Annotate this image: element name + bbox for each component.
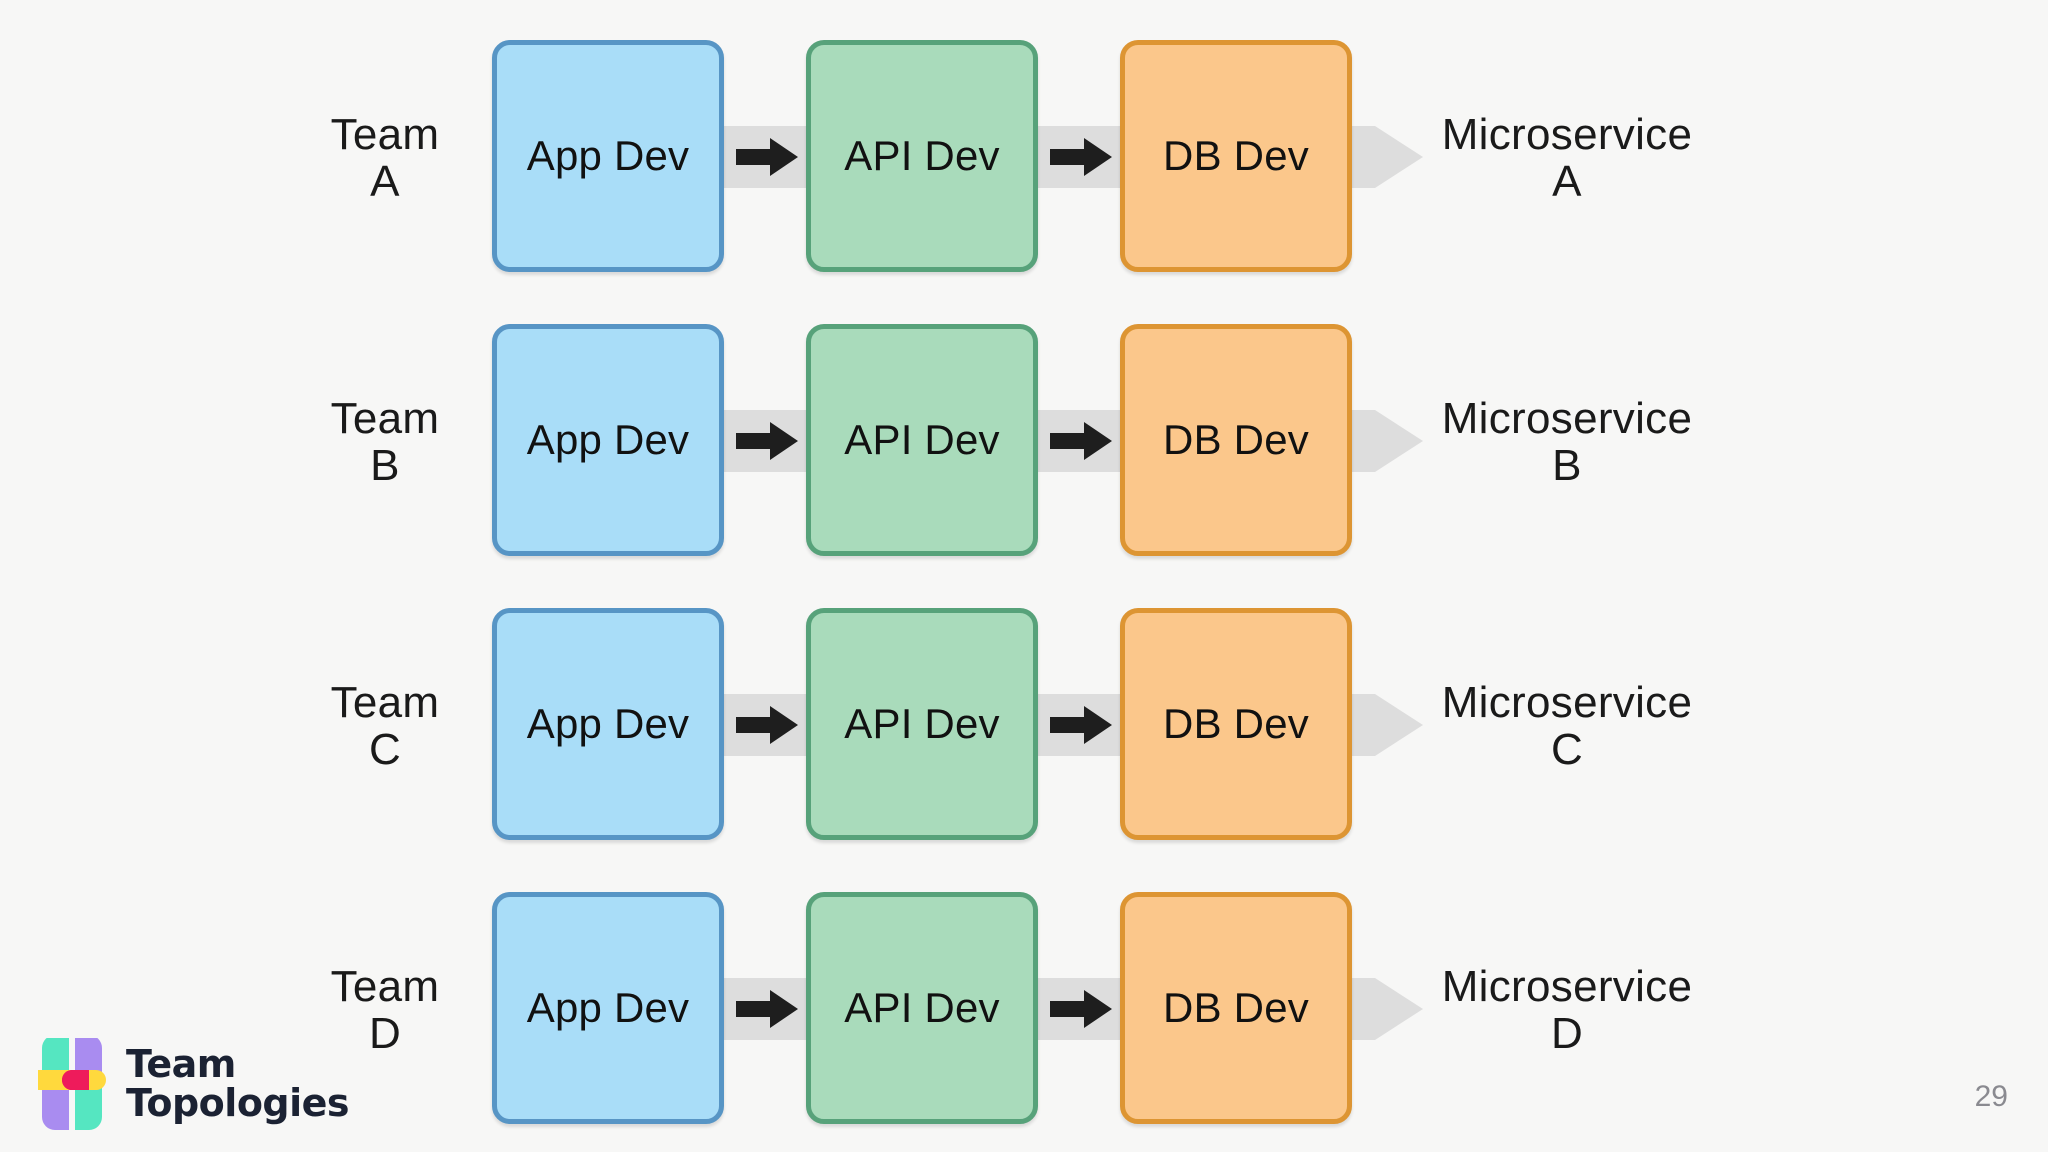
team-label-line2: C bbox=[368, 724, 402, 774]
arrow-right-icon bbox=[736, 420, 798, 462]
stage-box-app-dev[interactable]: App Dev bbox=[492, 608, 724, 840]
team-label-line1: Team bbox=[330, 110, 440, 159]
stage-box-app-dev[interactable]: App Dev bbox=[492, 324, 724, 556]
team-flow-row: Team C App Dev API Dev DB Dev Microservi… bbox=[0, 608, 2048, 840]
team-label: Team B bbox=[300, 394, 470, 490]
page-number: 29 bbox=[1974, 1080, 2008, 1113]
flow-band-arrow-tip bbox=[1375, 694, 1423, 756]
team-label-line2: D bbox=[368, 1008, 402, 1058]
stage-box-db-dev[interactable]: DB Dev bbox=[1120, 324, 1352, 556]
team-label: Team C bbox=[300, 678, 470, 774]
team-label-line2: B bbox=[370, 440, 400, 490]
team-topologies-wordmark: Team Topologies bbox=[126, 1042, 350, 1125]
team-label-line1: Team bbox=[330, 962, 440, 1011]
microservice-label-line1: Microservice bbox=[1441, 394, 1693, 443]
team-label-line1: Team bbox=[330, 394, 440, 443]
microservice-output-label: Microservice D bbox=[1432, 962, 1702, 1058]
team-label: Team D bbox=[300, 962, 470, 1058]
stage-box-db-dev[interactable]: DB Dev bbox=[1120, 608, 1352, 840]
stage-box-label: DB Dev bbox=[1163, 416, 1309, 463]
microservice-output-label: Microservice B bbox=[1432, 394, 1702, 490]
microservice-label-line1: Microservice bbox=[1441, 678, 1693, 727]
stage-box-app-dev[interactable]: App Dev bbox=[492, 40, 724, 272]
stage-box-label: App Dev bbox=[526, 132, 690, 179]
flow-band-arrow-tip bbox=[1375, 126, 1423, 188]
arrow-right-icon bbox=[1050, 704, 1112, 746]
stage-box-api-dev[interactable]: API Dev bbox=[806, 608, 1038, 840]
stage-box-api-dev[interactable]: API Dev bbox=[806, 892, 1038, 1124]
team-label: Team A bbox=[300, 110, 470, 206]
stage-box-db-dev[interactable]: DB Dev bbox=[1120, 40, 1352, 272]
microservice-label-line1: Microservice bbox=[1441, 962, 1693, 1011]
stage-box-label: API Dev bbox=[844, 700, 1000, 747]
stage-box-label: DB Dev bbox=[1163, 984, 1309, 1031]
microservice-label-line2: C bbox=[1550, 724, 1584, 774]
flow-band-arrow-tip bbox=[1375, 410, 1423, 472]
flow-band-arrow-tip bbox=[1375, 978, 1423, 1040]
stage-box-api-dev[interactable]: API Dev bbox=[806, 324, 1038, 556]
microservice-label-line2: D bbox=[1550, 1008, 1584, 1058]
arrow-right-icon bbox=[736, 704, 798, 746]
stage-box-label: API Dev bbox=[844, 132, 1000, 179]
team-flow-row: Team D App Dev API Dev DB Dev Microservi… bbox=[0, 892, 2048, 1124]
stage-box-label: DB Dev bbox=[1163, 132, 1309, 179]
team-flow-row: Team A App Dev API Dev DB Dev Microservi… bbox=[0, 40, 2048, 272]
team-label-line1: Team bbox=[330, 678, 440, 727]
microservice-label-line2: A bbox=[1552, 156, 1582, 206]
stage-box-app-dev[interactable]: App Dev bbox=[492, 892, 724, 1124]
stage-box-label: App Dev bbox=[526, 984, 690, 1031]
team-topologies-logo-mark bbox=[38, 1038, 106, 1130]
stage-box-label: App Dev bbox=[526, 416, 690, 463]
microservice-output-label: Microservice C bbox=[1432, 678, 1702, 774]
arrow-right-icon bbox=[1050, 420, 1112, 462]
arrow-right-icon bbox=[1050, 136, 1112, 178]
logo-text-line2: Topologies bbox=[126, 1081, 350, 1125]
microservice-label-line2: B bbox=[1552, 440, 1582, 490]
arrow-right-icon bbox=[1050, 988, 1112, 1030]
logo-text-line1: Team bbox=[126, 1042, 236, 1087]
microservice-label-line1: Microservice bbox=[1441, 110, 1693, 159]
stage-box-db-dev[interactable]: DB Dev bbox=[1120, 892, 1352, 1124]
stage-box-label: App Dev bbox=[526, 700, 690, 747]
stage-box-label: API Dev bbox=[844, 416, 1000, 463]
stage-box-api-dev[interactable]: API Dev bbox=[806, 40, 1038, 272]
team-topologies-logo: Team Topologies bbox=[38, 1038, 350, 1130]
arrow-right-icon bbox=[736, 136, 798, 178]
team-flow-row: Team B App Dev API Dev DB Dev Microservi… bbox=[0, 324, 2048, 556]
team-label-line2: A bbox=[370, 156, 400, 206]
stage-box-label: DB Dev bbox=[1163, 700, 1309, 747]
microservice-output-label: Microservice A bbox=[1432, 110, 1702, 206]
stage-box-label: API Dev bbox=[844, 984, 1000, 1031]
arrow-right-icon bbox=[736, 988, 798, 1030]
